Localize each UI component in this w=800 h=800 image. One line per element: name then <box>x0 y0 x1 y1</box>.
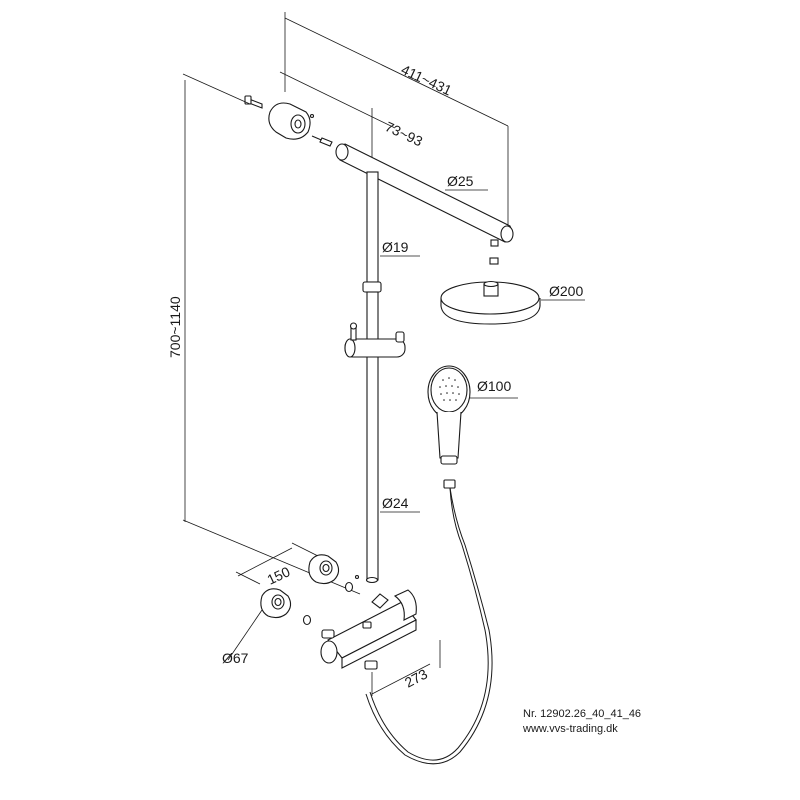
spray-nozzles <box>439 377 460 401</box>
head-shower <box>440 257 585 325</box>
dim-height: 700~1140 <box>167 296 183 358</box>
dim-upper-rail-diameter: Ø19 <box>382 239 409 255</box>
dim-connection-spacing: 150 <box>265 563 293 587</box>
offset-dimension: 73~93 <box>371 108 426 160</box>
dim-hand-shower-diameter: Ø100 <box>477 378 511 394</box>
dim-arm-offset: 73~93 <box>383 118 426 149</box>
dim-arm-diameter: Ø25 <box>447 173 474 189</box>
footer-info: Nr. 12902.26_40_41_46 www.vvs-trading.dk <box>523 707 641 737</box>
mixer-length-dimension: 273 <box>371 640 441 696</box>
riser-rail <box>362 171 420 584</box>
spacing-dimension: 150 <box>235 542 319 588</box>
product-number: Nr. 12902.26_40_41_46 <box>523 708 642 720</box>
dim-head-shower-diameter: Ø200 <box>549 283 583 299</box>
shower-hose <box>365 479 493 765</box>
wall-screw <box>244 95 263 109</box>
bracket-screw <box>309 113 333 147</box>
washers <box>302 574 360 626</box>
dim-mixer-length: 273 <box>402 665 430 690</box>
height-dimension: 700~1140 <box>167 73 361 595</box>
overhead-arm <box>335 143 514 247</box>
rosette-upper <box>308 554 340 585</box>
shower-slider <box>344 322 406 358</box>
thermostatic-mixer <box>320 589 417 670</box>
dim-rosette-diameter: Ø67 <box>222 650 249 666</box>
rosette-lower <box>260 588 292 619</box>
hand-shower <box>427 365 518 465</box>
wall-bracket <box>268 102 311 140</box>
website-link[interactable]: www.vvs-trading.dk <box>523 723 618 735</box>
rosette-dimension: Ø67 <box>222 609 263 666</box>
dim-lower-rail-diameter: Ø24 <box>382 495 409 511</box>
dim-bar-width: 411~431 <box>399 61 455 98</box>
